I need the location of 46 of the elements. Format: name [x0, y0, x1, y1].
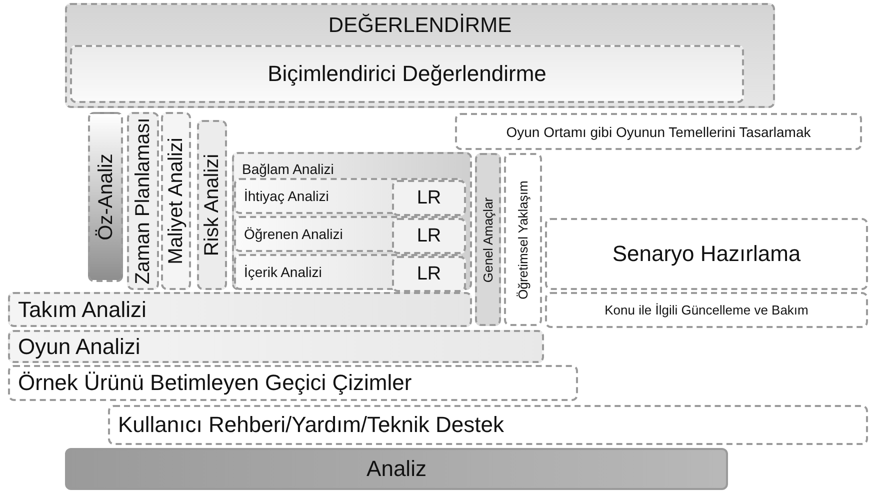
box-label: Örnek Ürünü Betimleyen Geçici Çizimler [18, 372, 412, 394]
box-label: İçerik Analizi [244, 265, 322, 279]
box-label: Bağlam Analizi [242, 162, 334, 176]
dashed-box [8, 365, 578, 401]
dashed-box [234, 216, 464, 252]
box-label: Öğretimsel Yaklaşım [516, 180, 530, 299]
dashed-box [392, 218, 466, 254]
box-label: LR [416, 188, 442, 208]
box-label: Biçimlendirici Değerlendirme [268, 63, 546, 85]
assessment-panel [65, 3, 775, 108]
box-label: Maliyet Analizi [166, 138, 186, 264]
box-label: Risk Analizi [202, 154, 222, 256]
dashed-box [8, 292, 472, 327]
box-label: DEĞERLENDİRME [328, 15, 512, 36]
dashed-box [234, 254, 464, 290]
box-label: LR [416, 226, 442, 246]
dashed-box [108, 405, 868, 445]
box-label: Genel Amaçlar [482, 196, 494, 282]
dashed-box [392, 180, 466, 216]
dashed-box [8, 330, 544, 363]
box-label: Oyun Analizi [18, 336, 140, 358]
dashed-box [545, 292, 868, 328]
analysis-panel [65, 448, 728, 490]
box-label: Analiz [366, 458, 426, 480]
dashed-box [161, 112, 191, 290]
dashed-box [197, 120, 227, 290]
dashed-box [88, 112, 123, 282]
box-label: Kullanıcı Rehberi/Yardım/Teknik Destek [118, 414, 504, 436]
box-label: Konu ile İlgili Güncelleme ve Bakım [604, 304, 808, 316]
dashed-box [232, 152, 472, 290]
box-label: Oyun Ortamı gibi Oyunun Temellerini Tasarlamak [506, 124, 811, 138]
dashed-box [504, 153, 542, 326]
dashed-box [234, 178, 464, 214]
box-label: Senaryo Hazırlama [612, 243, 801, 265]
dashed-box [475, 153, 501, 326]
box-label: Öğrenen Analizi [244, 227, 343, 241]
dashed-box [455, 113, 862, 150]
box-label: Takım Analizi [18, 298, 146, 320]
dashed-box [392, 256, 466, 292]
box-label: Öz-Analiz [96, 154, 116, 240]
box-label: Zaman Planlaması [133, 118, 153, 284]
box-label: LR [416, 264, 442, 284]
dashed-box [545, 218, 868, 290]
box-label: İhtiyaç Analizi [244, 189, 329, 203]
dashed-box [127, 112, 159, 290]
formative-assessment-band [70, 45, 744, 103]
